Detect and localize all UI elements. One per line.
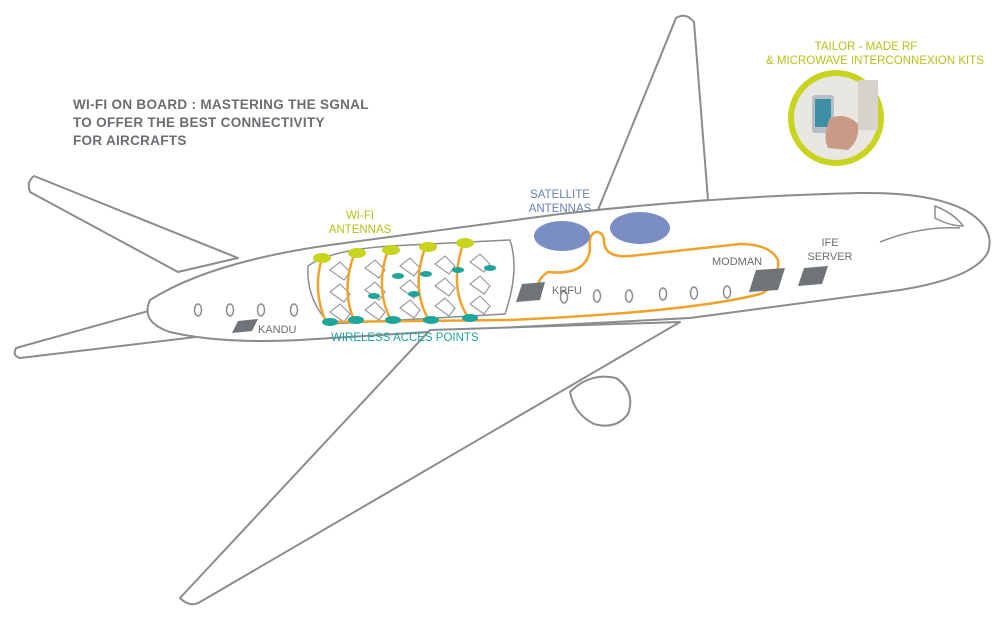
ife-label-line-1: IFE	[821, 237, 839, 249]
rf-cabling	[316, 230, 780, 324]
wifi-antennas	[313, 238, 474, 263]
modman-label: MODMAN	[712, 256, 763, 268]
engine	[569, 375, 632, 427]
access-point-icon	[392, 273, 404, 279]
wifi-antenna-icon	[313, 253, 331, 263]
hand-holding-phone-icon	[812, 80, 878, 150]
ife-label-line-2: SERVER	[807, 251, 853, 263]
wifi-antennas-label-line-1: WI-FI	[345, 210, 375, 222]
cabin-seats	[329, 253, 491, 323]
access-point-icon	[408, 291, 420, 297]
cabin-cutaway	[307, 239, 515, 325]
left-horizontal-stabilizer	[27, 175, 239, 273]
wifi-antenna-icon	[456, 238, 474, 248]
kandu-box	[232, 319, 258, 333]
callout-line-2: & MICROWAVE INTERCONNEXION KITS	[766, 55, 984, 67]
access-point-icon	[420, 271, 432, 277]
satellite-antennas-label: SATELLITE ANTENNAS	[510, 188, 610, 216]
equipment-boxes	[232, 266, 828, 333]
access-point-icon	[322, 318, 338, 326]
access-point-icon	[385, 316, 401, 324]
wireless-access-points	[322, 265, 496, 326]
access-point-icon	[484, 265, 496, 271]
title-line-3: FOR AIRCRAFTS	[73, 133, 187, 148]
satellite-label-line-1: SATELLITE	[530, 189, 590, 201]
fuselage-windows	[193, 285, 732, 317]
kandu-label: KANDU	[258, 324, 297, 336]
wifi-antennas-label-line-2: ANTENNAS	[328, 224, 392, 236]
krfu-label: KRFU	[552, 285, 582, 297]
modman-box	[749, 268, 785, 292]
wifi-antennas-label: WI-FI ANTENNAS	[320, 209, 400, 237]
ife-server-box	[798, 266, 828, 286]
satellite-antenna-right	[610, 212, 670, 244]
main-wing	[179, 321, 681, 606]
satellite-antenna-left	[534, 221, 590, 251]
access-point-icon	[423, 316, 439, 324]
title-line-1: WI-FI ON BOARD : MASTERING THE SGNAL	[73, 97, 369, 112]
cockpit-windshield	[934, 204, 965, 227]
krfu-box	[516, 282, 545, 302]
title-line-2: TO OFFER THE BEST CONNECTIVITY	[73, 115, 325, 130]
access-point-icon	[348, 316, 364, 324]
cockpit-window-line	[879, 227, 961, 243]
access-point-icon	[462, 314, 478, 322]
access-point-icon	[452, 267, 464, 273]
wireless-access-points-label: WIRELESS ACCES POINTS	[331, 332, 479, 344]
page-title: WI-FI ON BOARD : MASTERING THE SGNAL TO …	[73, 96, 369, 150]
ife-server-label: IFE SERVER	[800, 236, 860, 264]
wifi-antenna-icon	[348, 248, 366, 258]
access-point-icon	[368, 293, 380, 299]
wifi-antenna-icon	[419, 242, 437, 252]
satellite-label-line-2: ANTENNAS	[528, 203, 592, 215]
vertical-stabilizer	[597, 14, 709, 211]
wifi-antenna-icon	[382, 245, 400, 255]
callout-line-1: TAILOR - MADE RF	[814, 41, 918, 53]
callout-caption: TAILOR - MADE RF & MICROWAVE INTERCONNEX…	[766, 40, 984, 68]
